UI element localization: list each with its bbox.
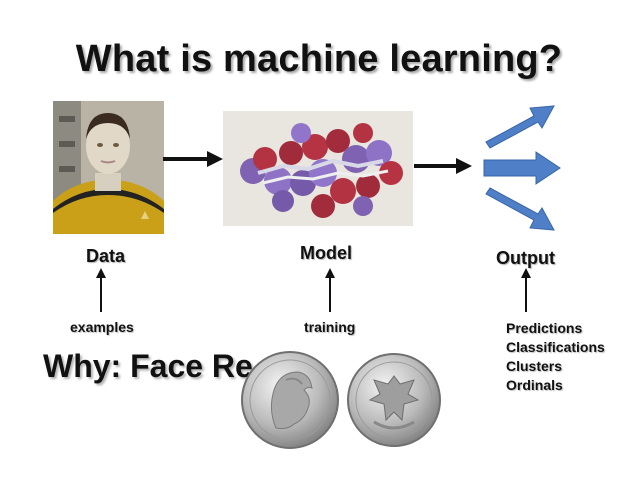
output-arrows-icon <box>483 105 561 231</box>
data-photo <box>53 101 164 234</box>
arrow-data-to-model <box>163 151 223 167</box>
output-label: Output <box>496 248 555 268</box>
up-arrow-data <box>96 268 106 312</box>
why-face-recognition-text: Why: Face Re <box>43 348 253 384</box>
model-label: Model <box>300 243 352 263</box>
arrow-model-to-output <box>414 158 472 174</box>
output-item: Clusters <box>506 358 563 374</box>
model-molecule-image <box>223 111 413 226</box>
up-arrow-output <box>521 268 531 312</box>
up-arrow-model <box>325 268 335 312</box>
output-item: Predictions <box>506 320 583 336</box>
data-label: Data <box>86 246 126 266</box>
examples-label: examples <box>70 319 134 335</box>
output-list: Predictions Classifications Clusters Ord… <box>506 319 605 395</box>
slide-title: What is machine learning? <box>75 38 563 80</box>
training-label: training <box>304 319 356 335</box>
output-item: Classifications <box>506 339 605 355</box>
output-item: Ordinals <box>506 377 563 393</box>
quarter-coins-image <box>241 351 441 449</box>
